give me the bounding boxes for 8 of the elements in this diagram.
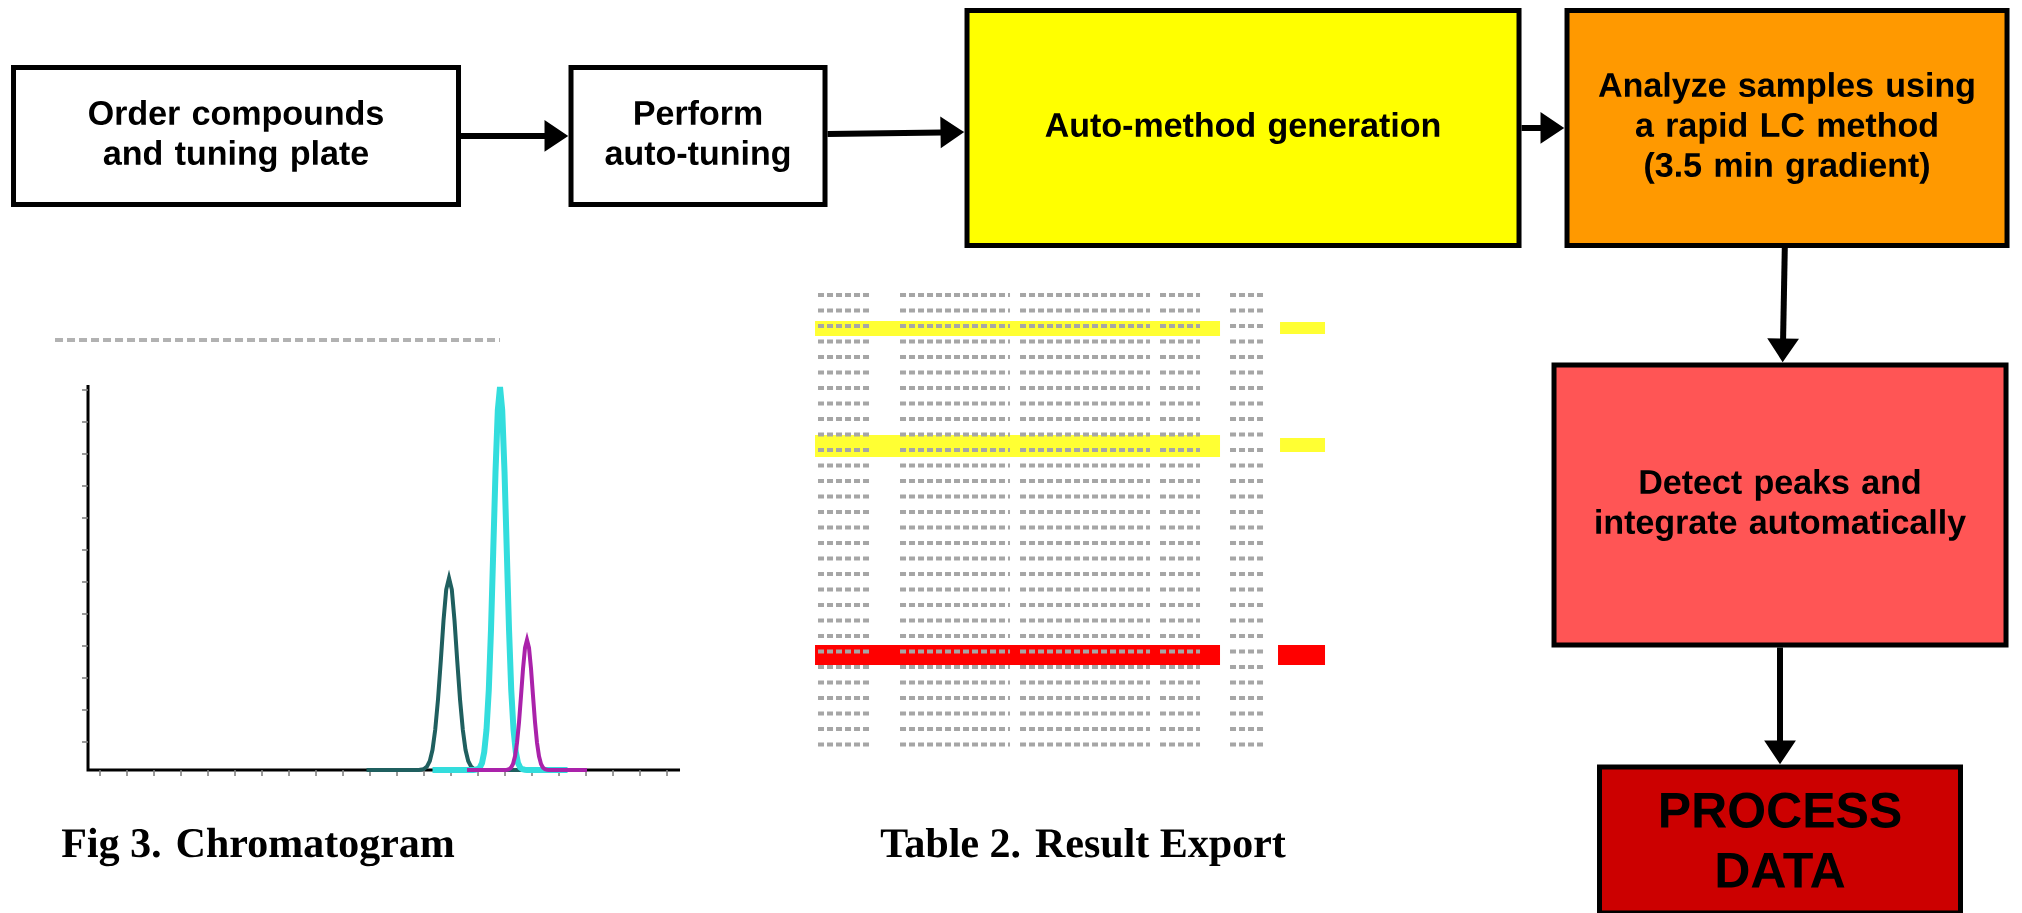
process-box: Perform auto-tuning [568, 65, 828, 207]
process-box: Order compounds and tuning plate [11, 65, 461, 207]
figure-caption: Fig 3. Chromatogram [62, 827, 455, 867]
figure-caption: Table 2. Result Export [880, 827, 1286, 867]
process-box: Analyze samples using a rapid LC method (3.5 min gradient) [1564, 8, 2010, 248]
process-box: Auto-method generation [964, 8, 1522, 248]
process-box: Detect peaks and integrate automatically [1551, 362, 2009, 648]
process-box: PROCESS DATA [1597, 764, 1963, 913]
